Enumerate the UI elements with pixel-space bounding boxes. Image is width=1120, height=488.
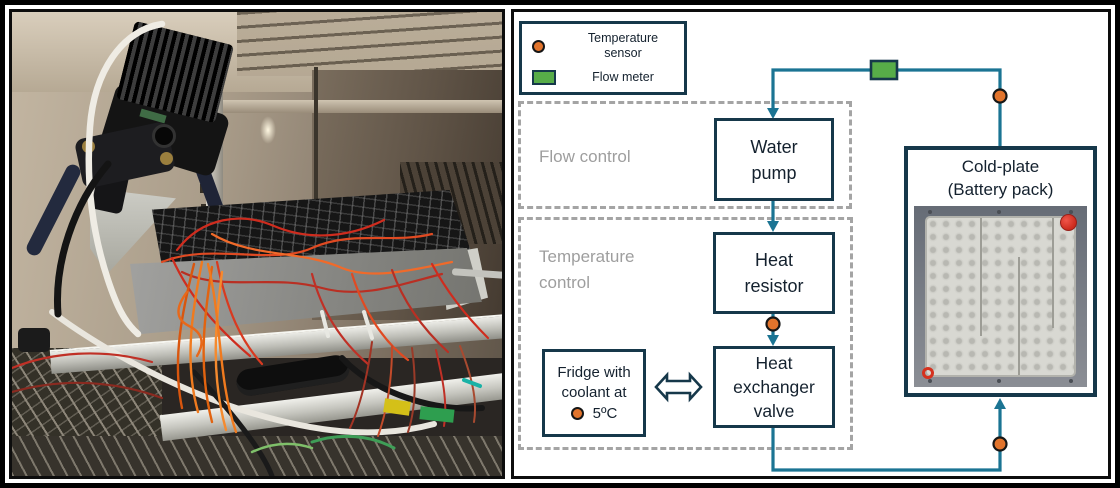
mount-hole xyxy=(997,210,1002,214)
rail-clamp xyxy=(18,328,50,352)
chamber-lamp xyxy=(260,116,276,144)
heat-exchanger-valve-box: Heat exchanger valve xyxy=(713,346,835,428)
flow-meter-icon xyxy=(532,69,556,85)
channel-divider xyxy=(979,218,982,336)
temperature-control-label: Temperature control xyxy=(539,247,635,292)
fridge-line2: coolant at xyxy=(561,383,627,401)
heat-resistor-box: Heat resistor xyxy=(713,232,835,314)
mount-hole xyxy=(1069,379,1073,383)
temperature-sensor-dot-inlet xyxy=(992,88,1008,104)
heat-exchanger-valve-label: Heat exchanger valve xyxy=(733,353,815,421)
flow-meter-symbol xyxy=(869,59,899,81)
cold-plate-photo xyxy=(914,206,1087,387)
water-pump-box: Water pump xyxy=(714,118,834,201)
cold-plate-surface xyxy=(925,216,1076,377)
heat-resistor-label: Heat resistor xyxy=(744,250,804,296)
arrowhead-into-coldplate xyxy=(994,398,1006,409)
cold-plate-label: Cold-plate (Battery pack) xyxy=(947,157,1054,199)
cold-plate-box: Cold-plate (Battery pack) xyxy=(904,146,1097,397)
temperature-sensor-dot-fridge xyxy=(570,407,584,420)
experimental-setup-photo xyxy=(9,9,505,479)
channel-divider xyxy=(1052,218,1055,328)
temperature-sensor-dot-outlet xyxy=(992,436,1008,452)
legend-temperature-sensor-label: Temperature sensor xyxy=(587,31,659,61)
cooling-system-diagram: Flow control Temperature control Tempera… xyxy=(511,9,1111,479)
fridge-line1: Fridge with xyxy=(557,363,631,381)
flow-control-group xyxy=(518,101,852,209)
fridge-line3: 5ºC xyxy=(592,404,618,422)
water-pump-label: Water pump xyxy=(750,136,798,183)
gimbal-knob xyxy=(160,152,173,165)
temperature-sensor-icon xyxy=(532,39,545,53)
gimbal-knob xyxy=(82,140,95,153)
ceiling-vent xyxy=(237,12,502,76)
mount-hole xyxy=(1069,210,1073,214)
flow-control-label: Flow control xyxy=(539,147,631,166)
legend: Temperature sensor Flow meter xyxy=(519,21,687,95)
mount-hole xyxy=(997,379,1002,383)
frame-post-thin xyxy=(314,67,318,317)
channel-divider xyxy=(1017,257,1020,375)
camera-lens xyxy=(152,124,176,148)
wire-grid-floor-front xyxy=(12,436,502,476)
frame-beam xyxy=(212,100,502,113)
temperature-control-group xyxy=(518,217,853,450)
red-port-ring xyxy=(922,367,934,379)
legend-flow-meter-label: Flow meter xyxy=(592,69,654,84)
mount-hole xyxy=(928,379,932,383)
red-filler-cap xyxy=(1060,214,1077,231)
mount-hole xyxy=(928,210,932,214)
fridge-box: Fridge with coolant at 5ºC xyxy=(542,349,646,437)
